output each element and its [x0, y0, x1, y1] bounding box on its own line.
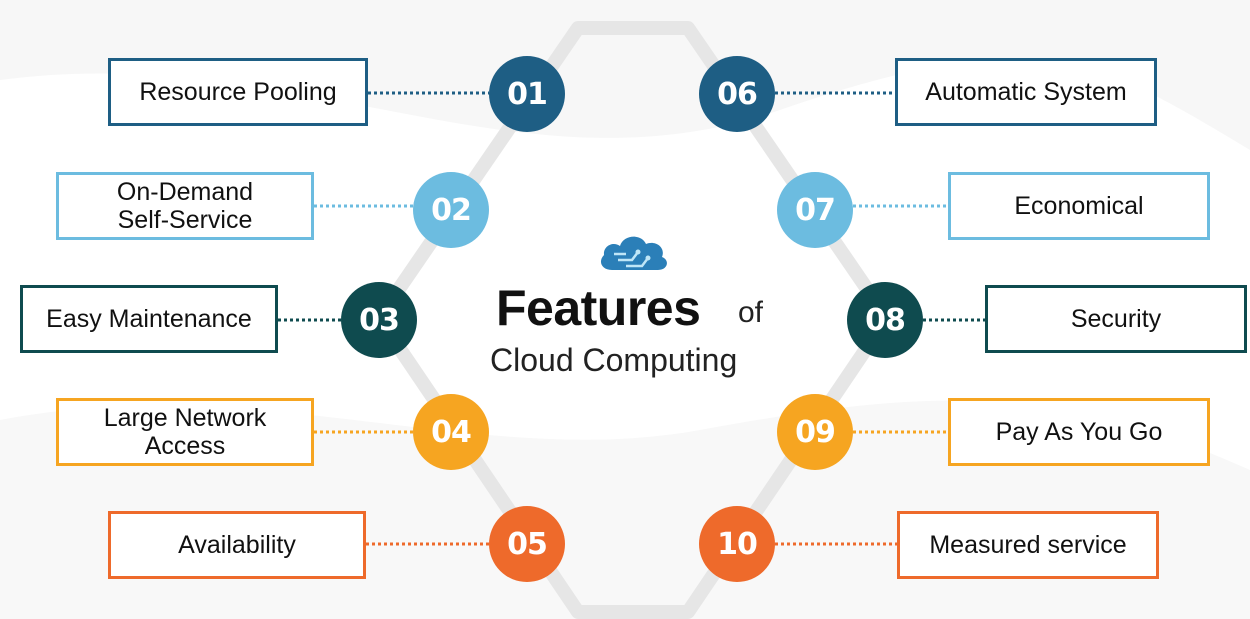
feature-number-08: 08: [847, 282, 923, 358]
feature-label-text: On-Demand Self-Service: [116, 178, 254, 234]
title-main: Features: [496, 280, 701, 336]
feature-label-text: Large Network Access: [103, 404, 267, 460]
feature-label-text: Security: [1070, 305, 1162, 333]
feature-label-text: Availability: [178, 531, 296, 559]
feature-label-text: Automatic System: [925, 78, 1127, 106]
feature-number-09: 09: [777, 394, 853, 470]
feature-label-03: Easy Maintenance: [20, 285, 278, 353]
feature-label-text: Pay As You Go: [995, 418, 1163, 446]
feature-label-05: Availability: [108, 511, 366, 579]
feature-number-10: 10: [699, 506, 775, 582]
feature-label-text: Easy Maintenance: [46, 305, 252, 333]
feature-number-01: 01: [489, 56, 565, 132]
feature-label-text: Measured service: [929, 531, 1127, 559]
feature-number-02: 02: [413, 172, 489, 248]
feature-label-08: Security: [985, 285, 1247, 353]
feature-label-text: Economical: [1014, 192, 1144, 220]
feature-label-10: Measured service: [897, 511, 1159, 579]
feature-number-05: 05: [489, 506, 565, 582]
feature-number-07: 07: [777, 172, 853, 248]
feature-number-04: 04: [413, 394, 489, 470]
feature-number-03: 03: [341, 282, 417, 358]
feature-label-01: Resource Pooling: [108, 58, 368, 126]
feature-number-06: 06: [699, 56, 775, 132]
connector-lines: [278, 91, 985, 546]
title-connector: of: [738, 296, 764, 329]
feature-label-06: Automatic System: [895, 58, 1157, 126]
feature-label-text: Resource Pooling: [139, 78, 337, 106]
feature-label-04: Large Network Access: [56, 398, 314, 466]
title-subtitle: Cloud Computing: [490, 342, 738, 378]
feature-label-02: On-Demand Self-Service: [56, 172, 314, 240]
cloud-network-icon: [600, 236, 667, 270]
feature-label-07: Economical: [948, 172, 1210, 240]
feature-label-09: Pay As You Go: [948, 398, 1210, 466]
